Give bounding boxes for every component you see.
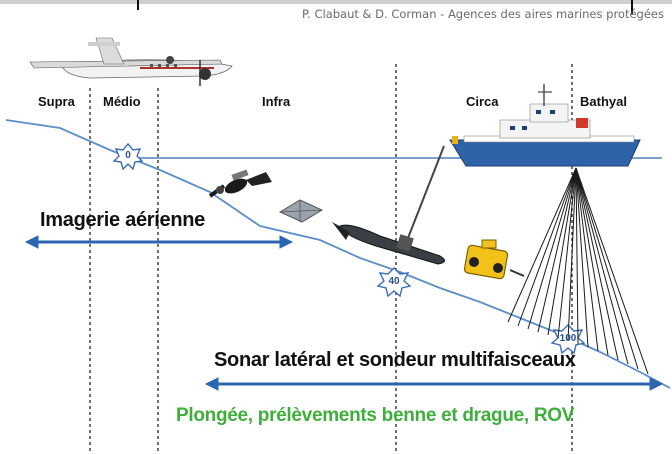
zone-label-circa: Circa [466,94,499,109]
rov-icon [463,239,525,280]
airplane-icon [29,37,233,86]
sonar-fish-icon [278,199,324,223]
depth-marker-40: 40 [388,276,400,287]
diver-icon [208,169,272,198]
sonar-range-arrow [204,377,664,391]
depth-marker-0: 0 [125,150,131,161]
aerial-imagery-label: Imagerie aérienne [40,209,205,231]
multibeam-fan [507,167,649,375]
ship-icon [449,84,641,167]
zone-label-supra: Supra [38,94,75,109]
depth-0-star [112,142,144,171]
zone-label-bathyal: Bathyal [580,94,627,109]
zone-label-infra: Infra [262,94,291,109]
diving-sampling-label: Plongée, prélèvements benne et drague, R… [176,405,575,426]
depth-40-star [376,267,412,298]
tow-cable [407,145,445,239]
depth-marker-100: 100 [559,333,577,344]
zone-label-medio: Médio [103,94,141,109]
image-credit: P. Clabaut & D. Corman - Agences des air… [302,7,664,21]
aerial-range-arrow [24,235,294,249]
auv-icon [332,222,445,265]
sonar-label: Sonar latéral et sondeur multifaisceaux [214,349,576,371]
